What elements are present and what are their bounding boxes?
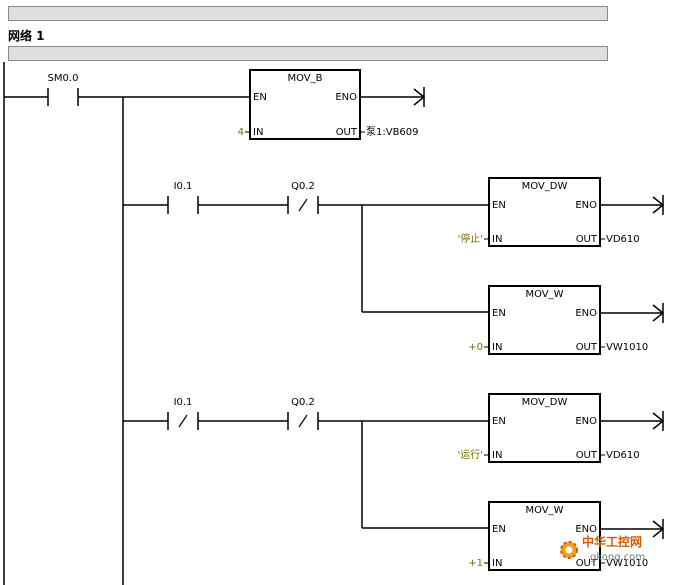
block-out-pin: OUT <box>576 450 598 461</box>
watermark-site-name: 中华工控网 <box>582 535 643 549</box>
block-mov-w[interactable] <box>488 501 601 571</box>
watermark: 中华工控网 gkong.com <box>556 533 686 569</box>
contact-i0-1[interactable] <box>167 196 199 214</box>
contact-address: Q0.2 <box>291 181 315 192</box>
block-out-operand: 泵1:VB609 <box>366 126 419 138</box>
gear-icon <box>560 541 578 559</box>
contact-q0-2[interactable] <box>287 196 319 214</box>
block-in-operand: +1 <box>468 558 483 569</box>
block-mov-dw[interactable] <box>488 393 601 463</box>
block-in-pin: IN <box>492 558 502 569</box>
block-in-operand: '停止' <box>458 232 484 245</box>
block-out-pin: OUT <box>576 342 598 353</box>
block-en-pin: EN <box>492 524 506 535</box>
block-in-operand: '运行' <box>458 448 484 461</box>
block-en-pin: EN <box>253 92 267 103</box>
block-out-pin: OUT <box>336 127 358 138</box>
block-eno-pin: ENO <box>335 92 357 103</box>
block-name: MOV_B <box>287 73 322 84</box>
block-mov-b[interactable] <box>249 69 361 140</box>
contact-address: SM0.0 <box>48 73 79 84</box>
block-out-pin: OUT <box>576 234 598 245</box>
block-name: MOV_W <box>525 505 563 516</box>
network-header-bar <box>8 6 608 21</box>
block-eno-pin: ENO <box>575 416 597 427</box>
block-in-pin: IN <box>492 450 502 461</box>
contact-q0-2[interactable] <box>287 412 319 430</box>
block-eno-pin: ENO <box>575 308 597 319</box>
contact-i0-1[interactable] <box>167 412 199 430</box>
contact-address: I0.1 <box>174 397 193 408</box>
network-title: 网络 1 <box>8 29 45 43</box>
block-name: MOV_W <box>525 289 563 300</box>
block-in-operand: +0 <box>468 342 483 353</box>
watermark-site-url: gkong.com <box>590 552 646 563</box>
block-in-operand: 4 <box>238 127 244 138</box>
block-out-operand: VW1010 <box>606 342 648 353</box>
block-in-pin: IN <box>492 342 502 353</box>
block-mov-w[interactable] <box>488 285 601 355</box>
block-name: MOV_DW <box>522 181 568 192</box>
block-in-pin: IN <box>253 127 263 138</box>
network-comment-bar[interactable] <box>8 46 608 61</box>
block-en-pin: EN <box>492 308 506 319</box>
block-eno-pin: ENO <box>575 200 597 211</box>
block-in-pin: IN <box>492 234 502 245</box>
block-en-pin: EN <box>492 200 506 211</box>
contact-address: I0.1 <box>174 181 193 192</box>
block-out-operand: VW1010 <box>606 558 648 569</box>
block-out-pin: OUT <box>576 558 598 569</box>
block-out-operand: VD610 <box>606 450 640 461</box>
block-name: MOV_DW <box>522 397 568 408</box>
block-out-operand: VD610 <box>606 234 640 245</box>
block-mov-dw[interactable] <box>488 177 601 247</box>
contact-sm0-0[interactable] <box>47 88 79 106</box>
block-eno-pin: ENO <box>575 524 597 535</box>
contact-address: Q0.2 <box>291 397 315 408</box>
block-en-pin: EN <box>492 416 506 427</box>
